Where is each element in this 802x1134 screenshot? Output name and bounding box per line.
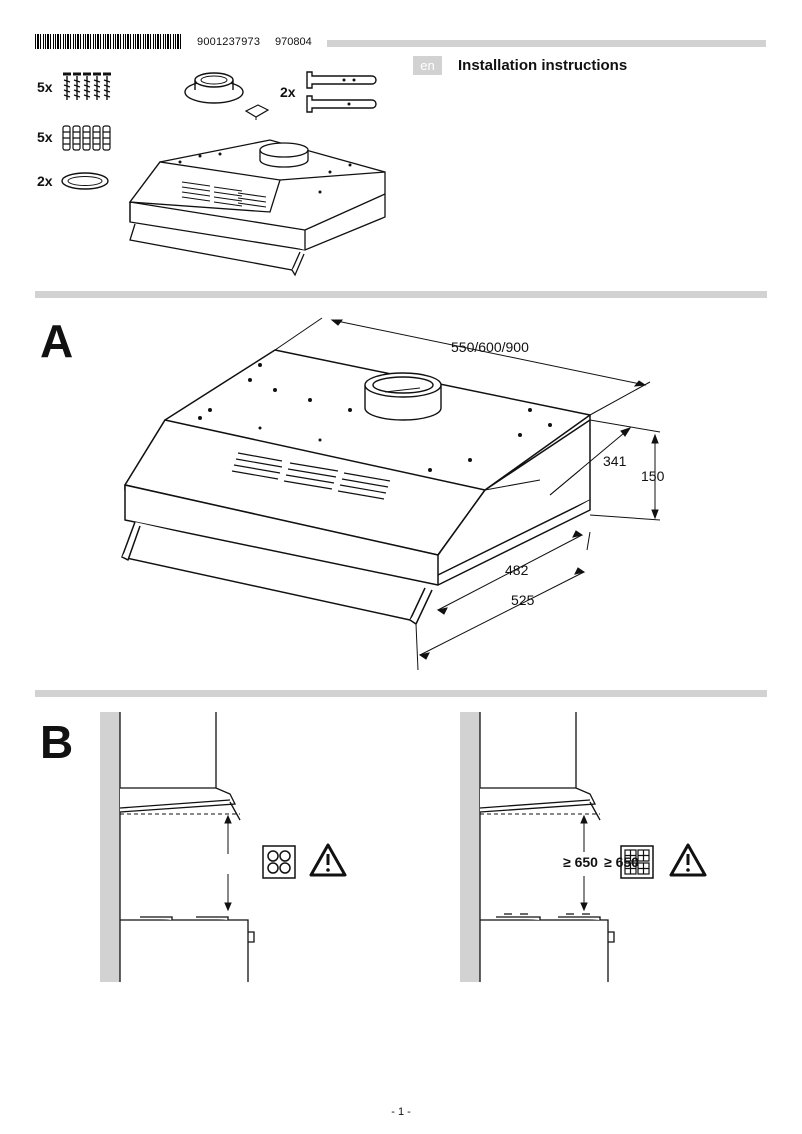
document-number: 9001237973 [197, 36, 261, 48]
document-date-code: 970804 [275, 36, 312, 48]
barcode [35, 34, 181, 49]
section-divider [35, 291, 767, 298]
installation-height-scene-left [100, 712, 255, 982]
angle-bracket-icon [244, 104, 270, 120]
depth-dimension-482: 482 [505, 562, 529, 578]
brackets-quantity: 2x [280, 84, 296, 100]
page-number: - 1 - [391, 1106, 411, 1118]
language-badge: en [413, 56, 442, 75]
warning-icon [669, 843, 707, 877]
gas-hob-icon [620, 845, 654, 879]
wall-plugs-icon [62, 125, 111, 151]
header-rule [327, 40, 766, 47]
depth-dimension-525: 525 [511, 592, 535, 608]
section-a-label: A [40, 315, 74, 367]
gasket-ring-icon [61, 172, 109, 190]
gaskets-quantity: 2x [37, 173, 53, 189]
air-outlet-ring-icon [184, 72, 244, 104]
hood-dimension-drawing [121, 317, 661, 671]
mounting-brackets-icon [306, 71, 377, 113]
minimum-distance-label-overlap: ≥ 650 [604, 854, 639, 870]
screws-quantity: 5x [37, 79, 53, 95]
installation-height-scene-right [460, 712, 615, 982]
screws-icon [63, 72, 113, 102]
hood-overview-illustration [128, 139, 386, 277]
height-dimension: 150 [641, 468, 665, 484]
page-title: Installation instructions [458, 57, 628, 74]
section-divider [35, 690, 767, 697]
width-dimension: 550/600/900 [451, 339, 529, 355]
warning-icon [309, 843, 347, 877]
induction-hob-icon [262, 845, 296, 879]
depth-dimension-341: 341 [603, 453, 627, 469]
minimum-distance-label: ≥ 650 [563, 854, 598, 870]
wall-plugs-quantity: 5x [37, 129, 53, 145]
section-b-label: B [40, 716, 74, 768]
